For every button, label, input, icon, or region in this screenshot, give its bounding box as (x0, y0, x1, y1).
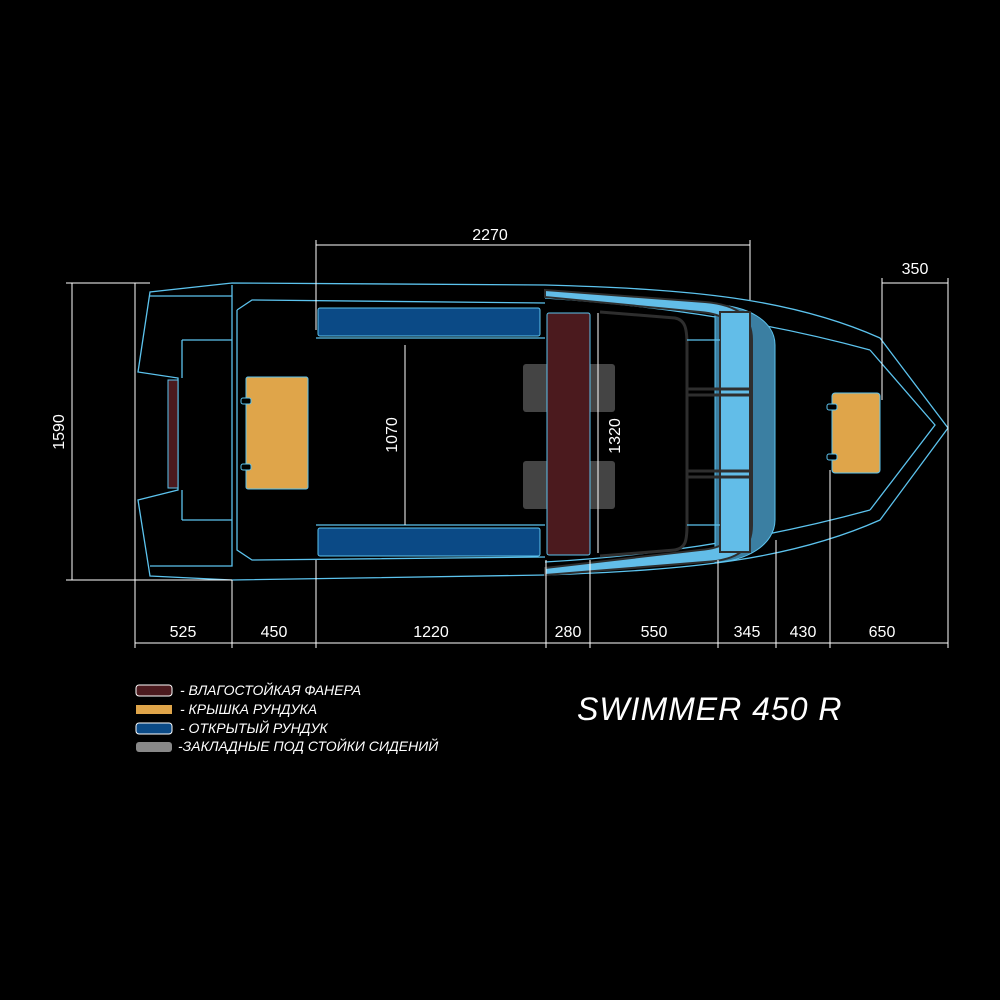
hatch-hinge (240, 397, 252, 405)
dim-bench-width: 1320 (607, 418, 624, 454)
dim-label: 450 (261, 624, 288, 641)
dim-label: 525 (170, 624, 197, 641)
model-title: SWIMMER 450 R (577, 691, 842, 727)
dim-label: 430 (790, 624, 817, 641)
legend: - ВЛАГОСТОЙКАЯ ФАНЕРА - КРЫШКА РУНДУКА -… (135, 681, 439, 754)
hatch-lid-stern (245, 376, 309, 490)
dim-label: 345 (734, 624, 761, 641)
windshield (544, 288, 776, 577)
cockpit-outline (236, 299, 546, 561)
dim-label: 280 (555, 624, 582, 641)
legend-label: -ЗАКЛАДНЫЕ ПОД СТОЙКИ СИДЕНИЙ (178, 737, 439, 754)
bottom-dimension-labels: 525 450 1220 280 550 345 430 650 (170, 624, 896, 641)
open-locker-bottom (317, 527, 541, 557)
dim-label: 1220 (413, 624, 449, 641)
stern-transom (150, 285, 233, 567)
legend-swatch-seat-mount (136, 742, 172, 752)
stern-inner (181, 339, 232, 521)
legend-label: - ВЛАГОСТОЙКАЯ ФАНЕРА (180, 681, 361, 698)
bow-line (869, 349, 936, 511)
legend-swatch-plywood (135, 684, 173, 697)
legend-swatch-hatch-lid (136, 705, 172, 714)
stern-plywood (167, 379, 179, 489)
dim-overall-width: 1590 (51, 414, 68, 450)
dim-label: 550 (641, 624, 668, 641)
deck-line-top (544, 297, 871, 563)
dim-top-span: 2270 (472, 227, 508, 244)
hatch-hinge (826, 453, 838, 461)
legend-label: - ОТКРЫТЫЙ РУНДУК (180, 719, 328, 736)
open-locker-top (317, 307, 541, 337)
dimension-lines (66, 240, 949, 648)
dim-cockpit-width: 1070 (384, 417, 401, 453)
legend-label: - КРЫШКА РУНДУКА (180, 701, 317, 717)
cockpit-inner (316, 337, 545, 526)
hatch-lid-bow (831, 392, 881, 474)
dim-label: 650 (869, 624, 896, 641)
hatch-hinge (826, 403, 838, 411)
plywood-bench (546, 312, 591, 556)
legend-swatch-open-locker (135, 722, 173, 735)
dim-bow-offset: 350 (902, 261, 929, 278)
hatch-hinge (240, 463, 252, 471)
